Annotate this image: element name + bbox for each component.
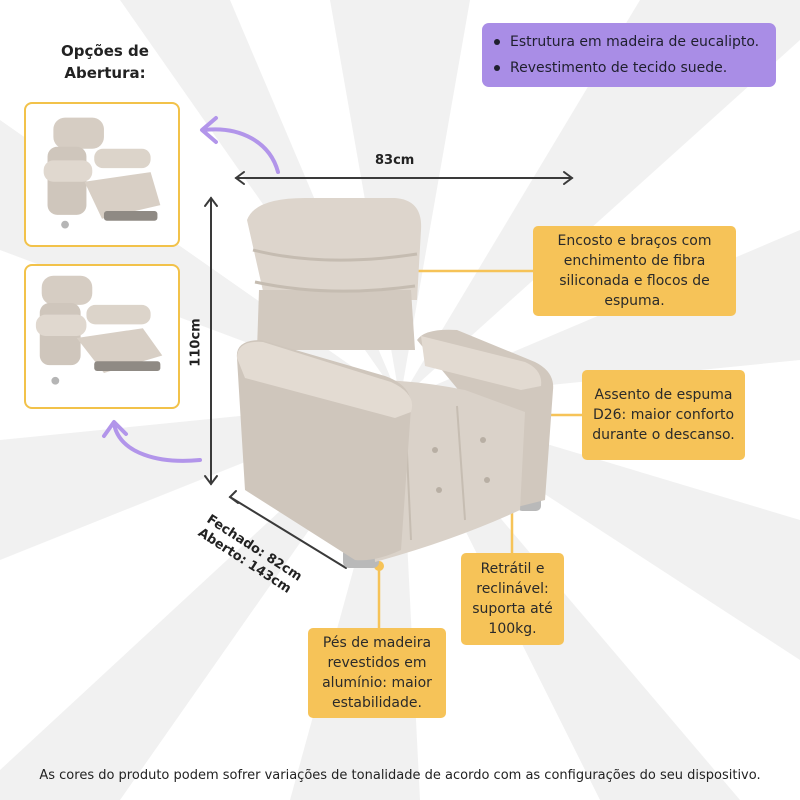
options-title-line2: Abertura: xyxy=(64,64,146,82)
callout-feet-text: Pés de madeira revestidos em alumínio: m… xyxy=(322,635,432,711)
bullet-icon xyxy=(494,39,500,45)
feature-item: Revestimento de tecido suede. xyxy=(494,55,766,81)
callout-feet: Pés de madeira revestidos em alumínio: m… xyxy=(308,628,446,718)
callout-recliner: Retrátil e reclinável: suporta até 100kg… xyxy=(461,553,564,645)
arrow-to-thumbnail-2-icon xyxy=(102,420,202,463)
callout-seat: Assento de espuma D26: maior conforto du… xyxy=(582,370,745,460)
recliner-chair-image xyxy=(236,198,554,568)
options-title: Opções de Abertura: xyxy=(40,40,170,84)
recliner-full-image xyxy=(35,275,163,385)
width-dimension-label: 83cm xyxy=(375,153,415,168)
features-box: Estrutura em madeira de eucalipto. Reves… xyxy=(482,23,776,87)
thumbnail-recline-position-1[interactable] xyxy=(24,102,180,247)
callout-seat-text: Assento de espuma D26: maior conforto du… xyxy=(592,387,735,443)
callout-backrest: Encosto e braços com enchimento de fibra… xyxy=(533,226,736,316)
bullet-icon xyxy=(494,65,500,71)
feature-text: Estrutura em madeira de eucalipto. xyxy=(510,34,760,50)
callout-recliner-text: Retrátil e reclinável: suporta até 100kg… xyxy=(472,561,553,637)
options-title-line1: Opções de xyxy=(61,42,149,60)
feature-text: Revestimento de tecido suede. xyxy=(510,60,728,76)
thumbnail-recline-position-2[interactable] xyxy=(24,264,180,409)
arrow-to-thumbnail-1-icon xyxy=(200,116,280,174)
feature-item: Estrutura em madeira de eucalipto. xyxy=(494,29,766,55)
recliner-partial-image xyxy=(43,117,161,229)
callout-backrest-text: Encosto e braços com enchimento de fibra… xyxy=(557,233,712,309)
disclaimer-text: As cores do produto podem sofrer variaçõ… xyxy=(39,768,761,783)
height-dimension-label: 110cm xyxy=(188,318,204,367)
